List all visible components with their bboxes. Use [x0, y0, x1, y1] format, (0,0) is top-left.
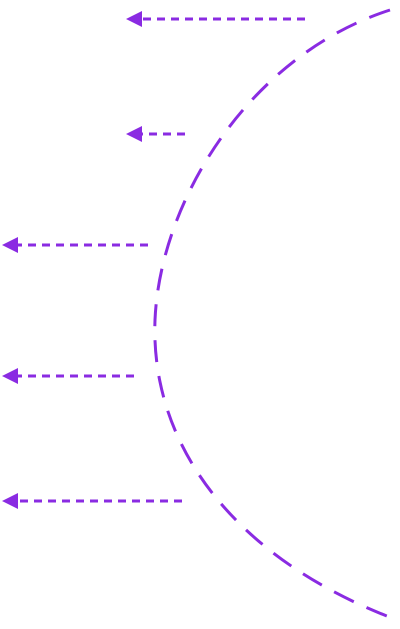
- left-arrowhead-icon: [126, 126, 142, 142]
- arrow-1: [126, 11, 305, 27]
- left-arrowhead-icon: [2, 493, 18, 509]
- dashed-arc: [153, 8, 393, 620]
- left-arrowhead-icon: [126, 11, 142, 27]
- arrow-3: [2, 237, 148, 253]
- arrow-4: [2, 368, 134, 384]
- arrow-2: [126, 126, 185, 142]
- arrow-5: [2, 493, 182, 509]
- left-arrowhead-icon: [2, 237, 18, 253]
- left-arrowhead-icon: [2, 368, 18, 384]
